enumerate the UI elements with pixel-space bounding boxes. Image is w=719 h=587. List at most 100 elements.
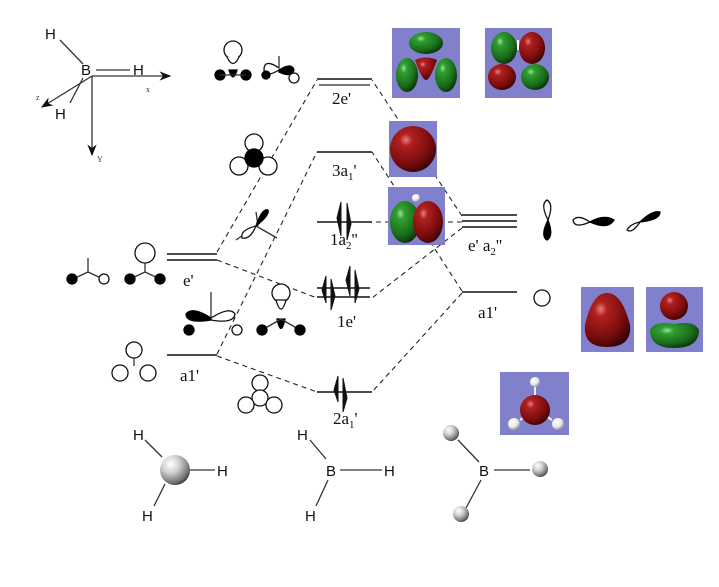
red-lobe: [584, 293, 631, 347]
electron-spin-down-arrow: [354, 269, 360, 304]
atom-label-h: H: [384, 463, 395, 480]
bond-line: [255, 225, 278, 239]
red-lobe: [660, 292, 688, 320]
atom-label-h-top: H: [45, 26, 56, 43]
z-axis-label: z: [36, 93, 40, 102]
atom-label-h: H: [305, 508, 316, 525]
filled-sphere: [124, 273, 136, 285]
orbital-sketch-e-left-b: [124, 242, 166, 285]
atom-label-b: B: [326, 463, 336, 480]
red-lobe: [413, 201, 443, 243]
open-sphere: [125, 341, 143, 359]
h-ball: [453, 506, 469, 522]
filled-sphere: [244, 148, 264, 168]
electron-pairs-1e: [321, 265, 360, 311]
open-sphere: [265, 396, 283, 414]
h-atom: [552, 418, 564, 430]
molecule-bh3-lines: H B H H: [297, 427, 395, 525]
z-axis-arrow: [41, 75, 93, 108]
filled-sphere: [294, 324, 306, 336]
open-sphere: [251, 374, 269, 392]
mo-label-2e-prime: 2e': [332, 89, 351, 108]
h-atom: [530, 377, 540, 387]
electron-pair-2a1: [333, 375, 348, 413]
electron-spin-up-arrow: [336, 201, 342, 237]
atom-label-h: H: [217, 463, 228, 480]
mo-render-2a1: [500, 372, 569, 435]
open-sphere: [229, 156, 249, 176]
filled-lobe: [185, 310, 212, 322]
axes-inset: H B H H x Y z: [36, 26, 172, 164]
open-sphere: [271, 283, 291, 303]
filled-sphere: [66, 273, 78, 285]
electron-spin-up-arrow: [333, 375, 339, 403]
atom-label-h: H: [142, 508, 153, 525]
p-lobe: [226, 56, 240, 65]
filled-lobe: [276, 318, 286, 330]
px-filled-lobe: [588, 216, 615, 227]
h-ball: [532, 461, 548, 477]
red-sphere: [390, 126, 436, 172]
mo-levels: 2e' 3a1' 1a2'' 1e' 2a1': [317, 78, 372, 431]
pz-filled-lobe: [543, 218, 552, 241]
green-lobe: [396, 58, 418, 92]
h-ball: [443, 425, 459, 441]
bond-line: [465, 479, 482, 509]
open-sphere: [111, 364, 129, 382]
orbital-sketch-2e-b: [261, 56, 300, 84]
open-lobe: [210, 310, 236, 322]
mo-render-2e-b: [485, 28, 552, 98]
red-lobe: [519, 32, 545, 64]
atom-label-h: H: [297, 427, 308, 444]
orbital-sketch-p-orbitals-right: [543, 199, 661, 241]
level-label-e-prime-left: e': [183, 271, 194, 290]
mo-render-1a2: [388, 187, 445, 245]
open-lobe: [275, 299, 287, 310]
atom-label-h-right: H: [133, 62, 144, 79]
bond-line: [59, 39, 84, 65]
electron-spin-up-arrow: [321, 275, 327, 304]
dashed-line-a1r-to-2a1: [371, 292, 463, 393]
green-lobe: [650, 322, 699, 348]
open-lobe: [223, 40, 243, 60]
atom-label-b: B: [479, 463, 489, 480]
y-axis-label: Y: [97, 155, 103, 164]
filled-sphere: [261, 70, 271, 80]
orbital-sketch-1e-a: [183, 292, 243, 336]
green-lobe: [435, 58, 457, 92]
mo-label-1e-prime: 1e': [337, 312, 356, 331]
open-sphere: [288, 72, 300, 84]
bond-line: [144, 439, 163, 458]
red-lobe: [415, 57, 437, 80]
mo-label-1a2-dprime: 1a2'': [330, 230, 358, 252]
electron-pair-1a2: [336, 201, 352, 241]
filled-sphere: [183, 324, 195, 336]
orbital-sketch-3a1: [229, 133, 278, 176]
red-sphere: [520, 395, 550, 425]
filled-sphere: [154, 273, 166, 285]
atom-label-h-bottom: H: [55, 106, 66, 123]
mo-render-2e-a: [392, 28, 460, 98]
red-lobe: [488, 64, 516, 90]
orbital-sketch-2e-a: [214, 40, 252, 81]
filled-sphere: [256, 324, 268, 336]
filled-lobe: [228, 69, 238, 78]
bond-line: [153, 483, 166, 507]
h-atom-hint: [517, 40, 519, 50]
open-sphere: [98, 273, 110, 285]
left-fragment: e' a1': [167, 253, 217, 385]
dashed-line-a1-to-3a1: [216, 151, 318, 355]
bond-line: [309, 439, 327, 460]
central-sphere: [160, 455, 190, 485]
mo-render-a1-right-a: [581, 287, 634, 352]
h-atom: [412, 194, 420, 202]
py-filled-lobe: [638, 211, 661, 223]
open-sphere: [139, 364, 157, 382]
electron-spin-up-arrow: [345, 265, 351, 297]
orbital-sketch-a1-left: [111, 341, 157, 382]
orbital-sketch-s-right: [533, 289, 551, 307]
dashed-line-ea2-to-1e: [371, 227, 463, 299]
py-open-lobe: [626, 221, 642, 232]
level-label-e-a2-right: e' a2'': [468, 236, 502, 258]
